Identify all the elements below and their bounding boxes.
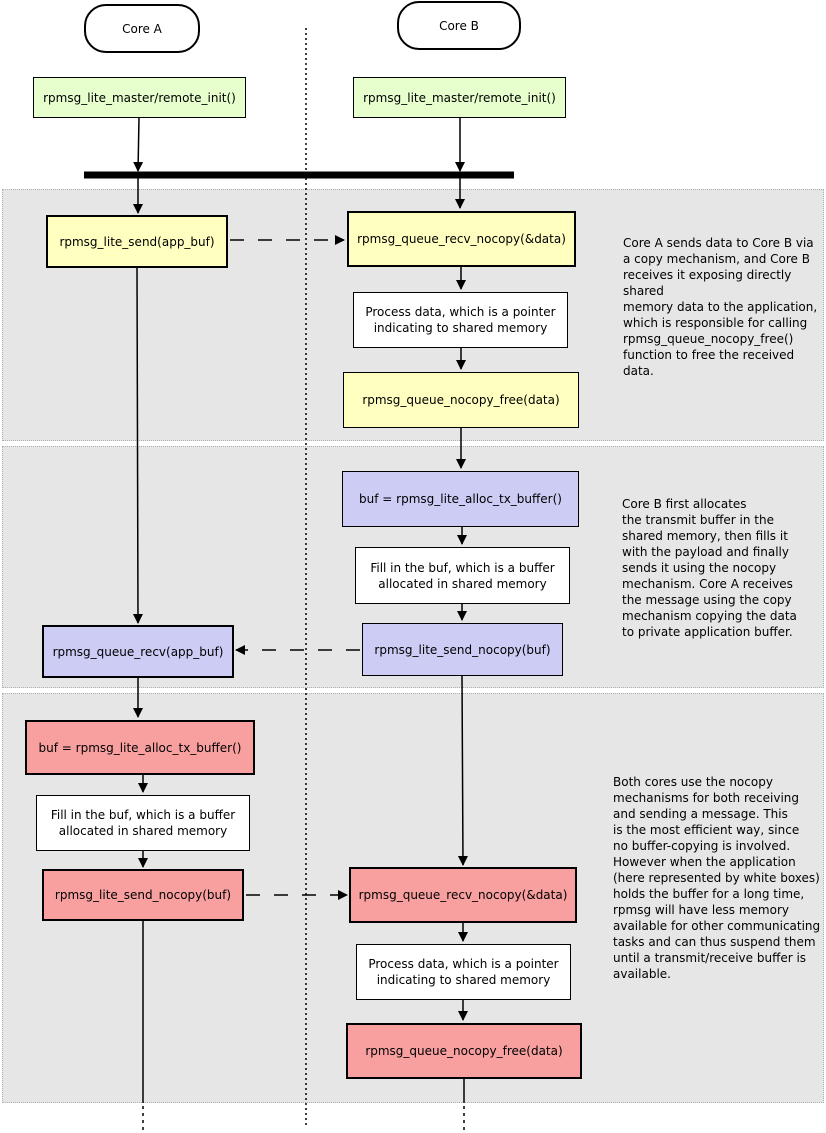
s2-note: Core B first allocates the transmit buff… <box>622 497 797 639</box>
s3-b-process-box: Process data, which is a pointer indicat… <box>356 944 571 1000</box>
arrow-a-init <box>133 117 144 172</box>
s1-b-free-box: rpmsg_queue_nocopy_free(data) <box>343 372 579 428</box>
s3-a-alloc-box: buf = rpmsg_lite_alloc_tx_buffer() <box>25 720 255 775</box>
s2-a-recv-box: rpmsg_queue_recv(app_buf) <box>42 625 234 678</box>
s3-a-send-box: rpmsg_lite_send_nocopy(buf) <box>42 869 244 921</box>
s1-note: Core A sends data to Core B via a copy m… <box>623 236 818 378</box>
s3-b-free-box: rpmsg_queue_nocopy_free(data) <box>346 1023 582 1079</box>
s2-b-alloc-box: buf = rpmsg_lite_alloc_tx_buffer() <box>342 471 579 527</box>
s3-a-fill-box: Fill in the buf, which is a buffer alloc… <box>36 795 250 851</box>
s3-note: Both cores use the nocopy mechanisms for… <box>613 775 821 981</box>
s2-b-fill-box: Fill in the buf, which is a buffer alloc… <box>355 547 570 604</box>
s3-b-recv-box: rpmsg_queue_recv_nocopy(&data) <box>349 867 577 923</box>
s1-b-recv-box: rpmsg_queue_recv_nocopy(&data) <box>347 211 576 267</box>
arrow-a-long <box>132 267 143 624</box>
s1-a-send-box: rpmsg_lite_send(app_buf) <box>46 215 228 268</box>
core-b-init-box: rpmsg_lite_master/remote_init() <box>353 77 566 118</box>
arrow-b-long <box>457 675 468 866</box>
core-a-label: Core A <box>84 4 200 53</box>
core-b-label: Core B <box>397 1 521 50</box>
core-a-init-box: rpmsg_lite_master/remote_init() <box>33 77 246 118</box>
s2-b-send-box: rpmsg_lite_send_nocopy(buf) <box>362 623 563 676</box>
s1-b-process-box: Process data, which is a pointer indicat… <box>353 292 568 348</box>
